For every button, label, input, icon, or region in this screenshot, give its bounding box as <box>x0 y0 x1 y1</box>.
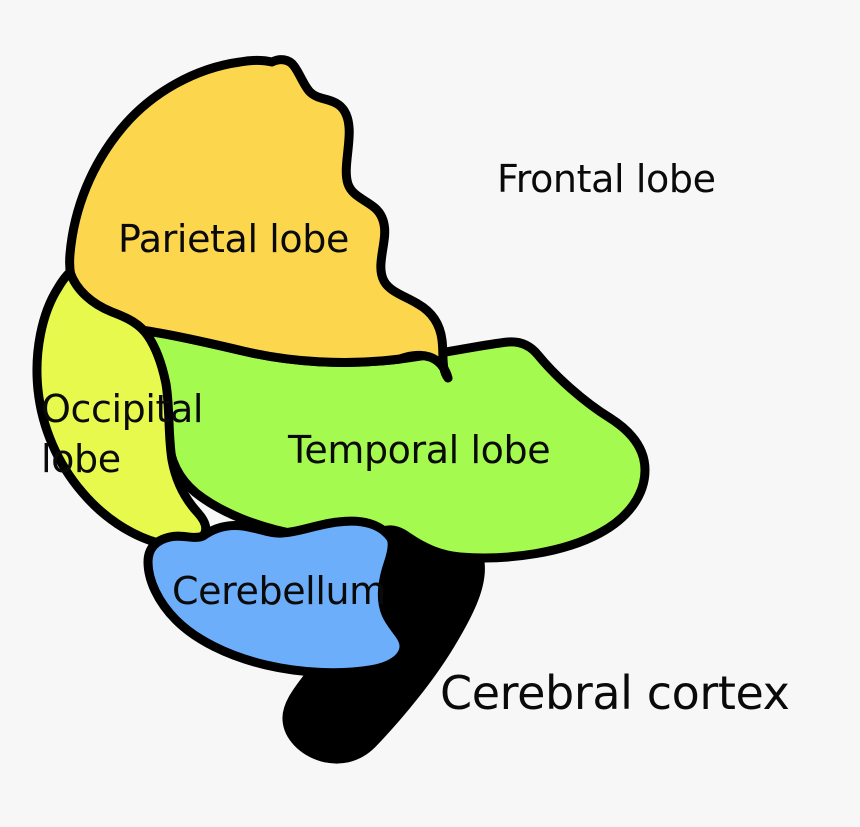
region-cerebellum[interactable] <box>143 516 409 678</box>
label-occipital-lobe-line1: Occipital <box>41 387 203 431</box>
region-parietal-lobe[interactable] <box>65 55 453 383</box>
label-occipital-lobe-line2: lobe <box>41 437 121 481</box>
label-parietal-lobe: Parietal lobe <box>118 217 349 261</box>
caption-cerebral-cortex: Cerebral cortex <box>440 666 789 720</box>
label-frontal-lobe: Frontal lobe <box>497 157 716 201</box>
label-temporal-lobe: Temporal lobe <box>287 428 550 472</box>
label-cerebellum: Cerebellum <box>172 569 386 613</box>
